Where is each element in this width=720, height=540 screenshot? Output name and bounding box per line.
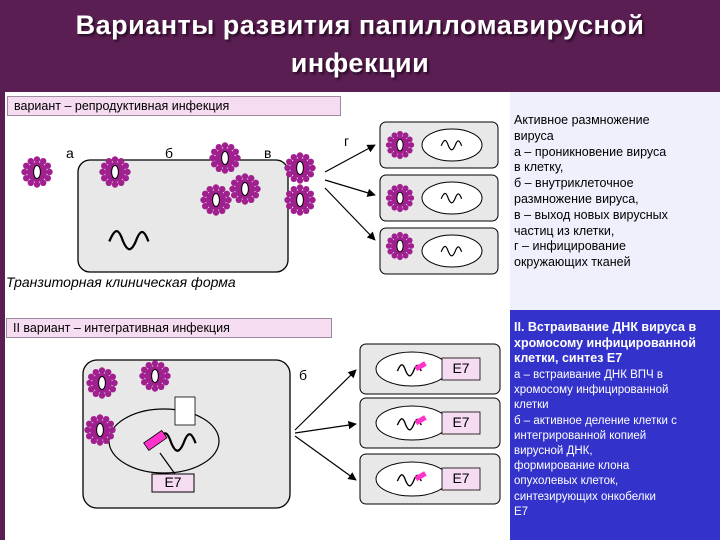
stage-v-label: в [264, 145, 271, 161]
virus-particle [283, 151, 317, 185]
virus-particle [20, 155, 54, 189]
variant2-description-panel [510, 310, 720, 540]
viral-dna-fragment [174, 396, 196, 426]
variant2-description-title: II. Встраивание ДНК вируса в хромосому и… [514, 320, 697, 365]
nucleus [108, 408, 220, 474]
variant1-description-panel [510, 92, 720, 310]
e7-label: Е7 [452, 470, 469, 486]
spread-arrow [324, 144, 376, 173]
variant1-label: вариант – репродуктивная инфекция [7, 96, 341, 116]
left-accent-bar [0, 92, 5, 540]
stage-g-label: г [344, 133, 349, 149]
spread-arrow [324, 187, 376, 241]
e7-pointer [159, 452, 176, 475]
spread-arrow [324, 179, 376, 197]
e7-label: Е7 [452, 360, 469, 376]
division-arrow [294, 435, 357, 481]
e7-box [151, 473, 195, 493]
transient-form-label: Транзиторная клиническая форма [6, 274, 236, 290]
title-bar [0, 0, 720, 92]
division-arrow [294, 420, 357, 434]
stage-a-label: а [66, 145, 74, 161]
e7-label: Е7 [164, 474, 181, 490]
virus-particle [283, 183, 317, 217]
slide-title: Варианты развития папилломавирусной инфе… [75, 10, 645, 78]
stage-b-label: б [165, 145, 173, 161]
variant1-description: Активное размножение вируса а – проникно… [514, 113, 668, 270]
variant2-label: II вариант – интегративная инфекция [6, 318, 332, 338]
division-arrow [294, 369, 357, 431]
e7-label: Е7 [452, 414, 469, 430]
integration-site [143, 429, 168, 451]
stage-b2-label: б [299, 367, 307, 383]
variant2-description-body: а – встраивание ДНК ВПЧ в хромосому инфи… [514, 369, 677, 518]
